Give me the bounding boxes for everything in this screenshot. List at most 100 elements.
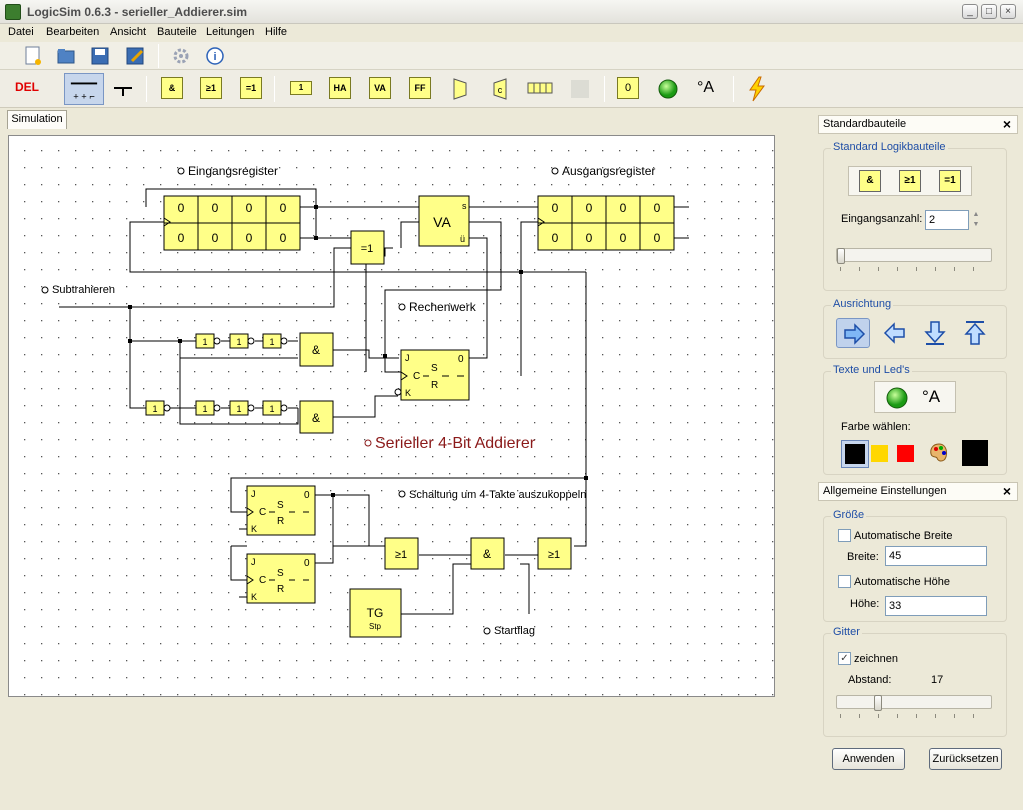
inputs-slider-thumb[interactable] bbox=[837, 248, 845, 264]
text-label-button[interactable]: °A bbox=[922, 387, 941, 406]
reset-button[interactable]: Zurücksetzen bbox=[929, 748, 1002, 770]
input-register-cell: 0 bbox=[178, 201, 185, 215]
tab-simulation[interactable]: Simulation bbox=[7, 110, 67, 129]
output-register-cell: 0 bbox=[620, 231, 627, 245]
auto-height-checkbox[interactable] bbox=[838, 575, 851, 588]
ff-r: R bbox=[277, 584, 284, 595]
xor-gate-tool[interactable]: =1 bbox=[240, 77, 262, 99]
not-gate-tool[interactable]: 1 bbox=[290, 81, 312, 95]
flipflop-tool[interactable]: FF bbox=[409, 77, 431, 99]
close-panel-icon[interactable]: × bbox=[1002, 483, 1011, 499]
simulate-lightning-icon[interactable] bbox=[747, 76, 767, 102]
height-field[interactable]: 33 bbox=[885, 596, 987, 616]
and-gate-tool[interactable]: & bbox=[161, 77, 183, 99]
color-red-button[interactable] bbox=[897, 445, 914, 462]
input-register[interactable]: 0 0 0 0 0 0 0 0 bbox=[163, 195, 301, 251]
orientation-right-button[interactable] bbox=[836, 318, 870, 348]
junction-tool-icon[interactable] bbox=[112, 78, 134, 100]
not-gates-row-2[interactable]: 1 1 1 1 bbox=[145, 400, 288, 416]
register-tool-icon[interactable] bbox=[527, 80, 553, 96]
spacing-slider[interactable] bbox=[836, 695, 992, 711]
menu-hilfe[interactable]: Hilfe bbox=[265, 26, 288, 38]
output-register-cell: 0 bbox=[654, 201, 661, 215]
multiplexer-tool-icon[interactable] bbox=[449, 77, 471, 101]
menu-bauteile[interactable]: Bauteile bbox=[157, 26, 197, 38]
gate-or-button[interactable]: ≥1 bbox=[899, 170, 921, 192]
jk-flipflop[interactable]: J C K S R 0 bbox=[246, 553, 316, 604]
auto-width-checkbox[interactable] bbox=[838, 529, 851, 542]
inputs-spinner[interactable]: ▲▼ bbox=[972, 211, 980, 228]
and-gate[interactable]: & bbox=[299, 400, 334, 434]
orientation-down-button[interactable] bbox=[918, 318, 952, 348]
group-size-title: Größe bbox=[831, 509, 867, 521]
wire-tool-icon[interactable]: + + ⌐ bbox=[64, 73, 104, 105]
jk-flipflop[interactable]: J C K S R 0 bbox=[246, 485, 316, 536]
auto-width-label: Automatische Breite bbox=[854, 530, 953, 542]
or-gate[interactable]: ≥1 bbox=[537, 537, 572, 570]
width-field[interactable]: 45 bbox=[885, 546, 987, 566]
label-startflag: Startflag bbox=[494, 625, 535, 637]
jk-flipflop[interactable]: J C K S R 0 bbox=[394, 349, 470, 401]
ff-j: J bbox=[251, 489, 256, 499]
and-gate-label: & bbox=[312, 343, 320, 357]
settings-gear-icon[interactable] bbox=[170, 45, 192, 67]
and-gate-label: & bbox=[312, 411, 320, 425]
orientation-left-button[interactable] bbox=[878, 318, 912, 348]
circuit-canvas[interactable]: 0 0 0 0 0 0 0 0 0 0 0 0 0 0 0 0 VA s ü =… bbox=[8, 135, 775, 697]
inputs-slider[interactable] bbox=[836, 248, 992, 264]
gate-and-button[interactable]: & bbox=[859, 170, 881, 192]
or-gate-tool[interactable]: ≥1 bbox=[200, 77, 222, 99]
draw-grid-checkbox[interactable]: ✓ bbox=[838, 652, 851, 665]
menu-ansicht[interactable]: Ansicht bbox=[110, 26, 147, 38]
color-swatch bbox=[845, 444, 865, 464]
and-gate-label: & bbox=[483, 547, 491, 561]
orientation-up-button[interactable] bbox=[958, 318, 992, 348]
text-tool[interactable]: °A bbox=[697, 79, 715, 96]
and-gate[interactable]: & bbox=[470, 537, 505, 570]
menu-datei[interactable]: Datei bbox=[8, 26, 34, 38]
palette-icon[interactable] bbox=[928, 442, 950, 464]
close-button[interactable]: × bbox=[1000, 4, 1016, 19]
draw-grid-label: zeichnen bbox=[854, 653, 899, 665]
new-file-icon[interactable] bbox=[22, 45, 44, 67]
minimize-button[interactable]: _ bbox=[962, 4, 978, 19]
gate-xor-button[interactable]: =1 bbox=[939, 170, 961, 192]
spacing-slider-thumb[interactable] bbox=[874, 695, 882, 711]
not-gate-label: 1 bbox=[202, 337, 207, 347]
label-title: Serieller 4-Bit Addierer bbox=[375, 435, 536, 452]
save-as-icon[interactable] bbox=[124, 45, 146, 67]
title-bar: LogicSim 0.6.3 - serieller_Addierer.sim … bbox=[0, 0, 1023, 24]
info-icon[interactable]: i bbox=[204, 45, 226, 67]
color-yellow-button[interactable] bbox=[871, 445, 888, 462]
inputs-count-field[interactable]: 2 bbox=[925, 210, 969, 230]
full-adder-tool[interactable]: VA bbox=[369, 77, 391, 99]
ff-c: C bbox=[259, 507, 266, 518]
open-folder-icon[interactable] bbox=[55, 45, 77, 67]
and-gate[interactable]: & bbox=[299, 332, 334, 367]
demultiplexer-tool-icon[interactable]: c bbox=[489, 77, 511, 101]
menu-bearbeiten[interactable]: Bearbeiten bbox=[46, 26, 100, 38]
apply-button[interactable]: Anwenden bbox=[832, 748, 905, 770]
output-register-cell: 0 bbox=[552, 201, 559, 215]
color-black-button[interactable] bbox=[841, 440, 869, 468]
input-register-cell: 0 bbox=[246, 201, 253, 215]
full-adder[interactable]: VA s ü bbox=[418, 195, 470, 247]
xor-gate[interactable]: =1 bbox=[350, 230, 385, 265]
or-gate[interactable]: ≥1 bbox=[384, 537, 419, 570]
output-register[interactable]: 0 0 0 0 0 0 0 0 bbox=[537, 195, 675, 251]
save-icon[interactable] bbox=[89, 45, 111, 67]
switch-tool[interactable]: 0 bbox=[617, 77, 639, 99]
label-subtrahieren: Subtrahieren bbox=[52, 284, 115, 296]
group-texts-title: Texte und Led's bbox=[831, 364, 912, 376]
led-tool-icon[interactable] bbox=[657, 78, 679, 100]
not-gates-row-1[interactable]: 1 1 1 bbox=[195, 333, 288, 349]
menu-leitungen[interactable]: Leitungen bbox=[206, 26, 255, 38]
led-icon[interactable] bbox=[885, 386, 909, 410]
clock-generator[interactable]: TG Stp bbox=[349, 588, 402, 638]
close-panel-icon[interactable]: × bbox=[1002, 116, 1011, 132]
half-adder-tool[interactable]: HA bbox=[329, 77, 351, 99]
height-label: Höhe: bbox=[850, 598, 880, 610]
delete-button[interactable]: DEL bbox=[15, 80, 39, 94]
maximize-button[interactable]: □ bbox=[981, 4, 997, 19]
spacing-value: 17 bbox=[931, 674, 944, 686]
